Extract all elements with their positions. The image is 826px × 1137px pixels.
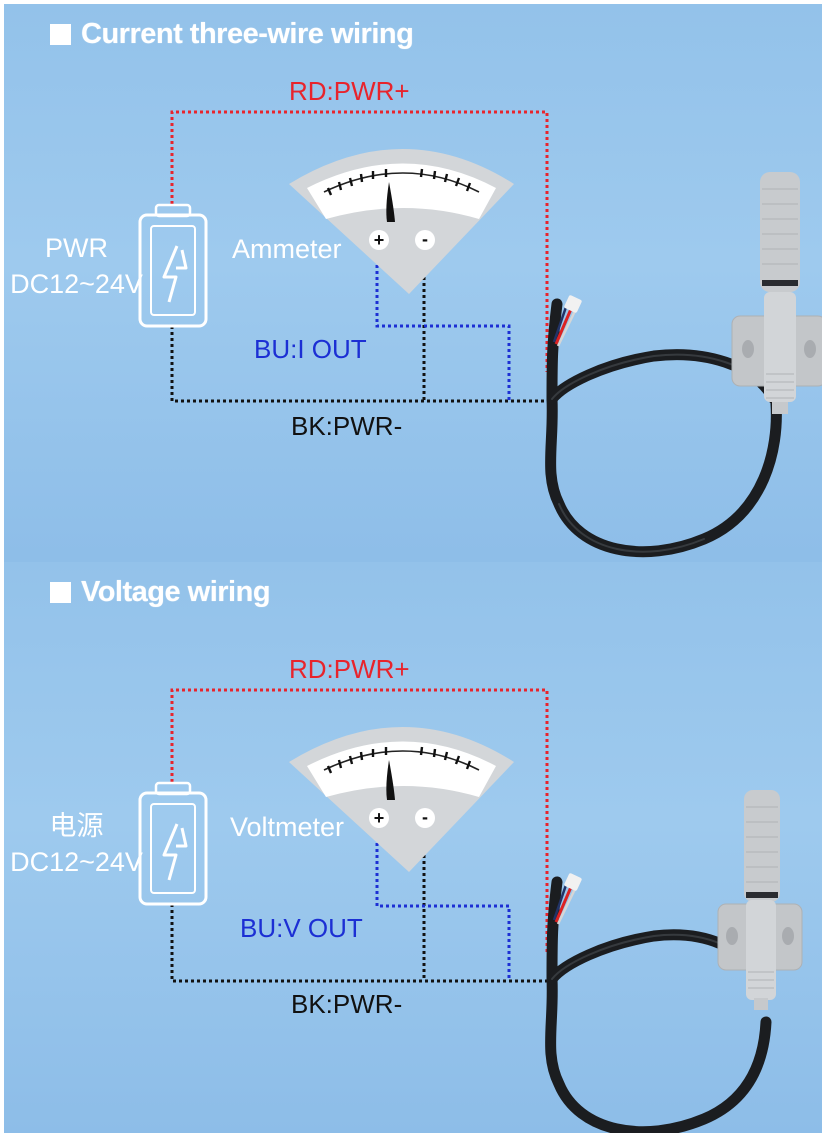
ammeter-icon: + -	[289, 149, 514, 294]
power-label: PWR DC12~24V	[4, 230, 149, 302]
battery-icon	[138, 203, 208, 328]
sensor-probe-icon	[731, 172, 822, 414]
red-wire	[170, 110, 549, 372]
square-bullet-icon	[50, 24, 71, 45]
sensor-probe-icon	[717, 790, 803, 1010]
sensor-wire-tips	[552, 295, 582, 347]
panel-title: Current three-wire wiring	[50, 18, 414, 51]
signal-wire-label: BU:V OUT	[240, 913, 363, 943]
power-label-line2: DC12~24V	[10, 269, 143, 299]
blue-wire	[375, 247, 511, 401]
panel-title-text: Voltage wiring	[81, 576, 271, 608]
panel-title-text: Current three-wire wiring	[81, 18, 414, 50]
red-wire-label: RD:PWR+	[289, 76, 410, 106]
current-wiring-panel: + -	[4, 4, 822, 576]
blue-wire	[375, 825, 511, 981]
square-bullet-icon	[50, 582, 71, 603]
black-wire-label: BK:PWR-	[291, 411, 403, 441]
panel-title: Voltage wiring	[50, 576, 271, 609]
meter-minus-text: -	[422, 807, 428, 827]
black-wire	[170, 326, 547, 403]
red-wire-label: RD:PWR+	[289, 654, 410, 684]
power-label: 电源 DC12~24V	[4, 808, 149, 880]
meter-plus-text: +	[374, 808, 385, 828]
power-label-line1: PWR	[45, 233, 108, 263]
meter-plus-text: +	[374, 230, 385, 250]
power-label-line2: DC12~24V	[10, 847, 143, 877]
meter-label: Ammeter	[232, 234, 342, 264]
battery-icon	[138, 781, 208, 906]
meter-minus-text: -	[422, 229, 428, 249]
black-wire-label: BK:PWR-	[291, 989, 403, 1019]
black-wire	[170, 904, 547, 983]
wiring-diagram: + -	[138, 110, 822, 558]
voltage-wiring-panel: + -	[4, 562, 822, 1133]
meter-label: Voltmeter	[230, 812, 345, 842]
power-label-line1: 电源	[49, 811, 104, 841]
sensor-wire-tips	[552, 873, 582, 925]
signal-wire-label: BU:I OUT	[254, 334, 367, 364]
voltmeter-icon: + -	[289, 727, 514, 872]
wiring-diagram: + -	[138, 688, 803, 1133]
